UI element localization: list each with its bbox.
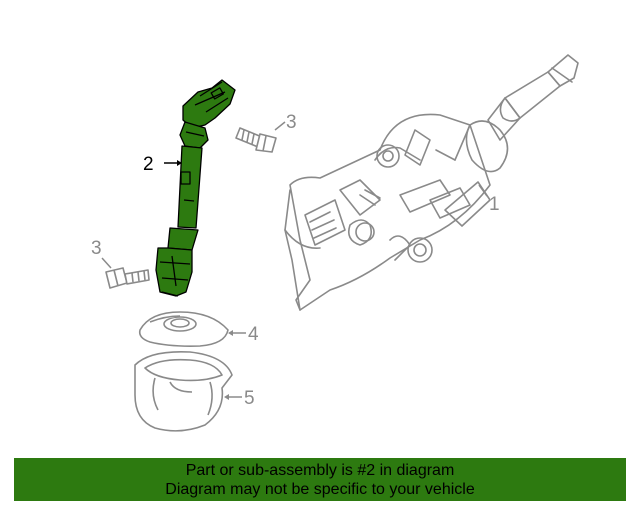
intermediate-shaft-part <box>155 79 236 297</box>
bolt-upper-part <box>235 127 277 153</box>
callout-3-lower: 3 <box>91 238 102 259</box>
boot-part <box>134 350 233 432</box>
banner-line-2: Diagram may not be specific to your vehi… <box>165 481 475 498</box>
callout-4: 4 <box>248 324 259 345</box>
callout-3-upper: 3 <box>286 112 297 133</box>
seal-part <box>138 311 229 347</box>
parts-diagram: 1 2 3 3 <box>91 54 579 432</box>
banner-line-1: Part or sub-assembly is #2 in diagram <box>185 462 455 479</box>
callout-2: 2 <box>143 154 154 175</box>
info-banner: Part or sub-assembly is #2 in diagram Di… <box>14 458 626 501</box>
steering-column-part <box>284 54 579 311</box>
callout-1: 1 <box>489 194 500 215</box>
callout-5: 5 <box>244 388 255 409</box>
bolt-lower-part <box>105 267 150 289</box>
